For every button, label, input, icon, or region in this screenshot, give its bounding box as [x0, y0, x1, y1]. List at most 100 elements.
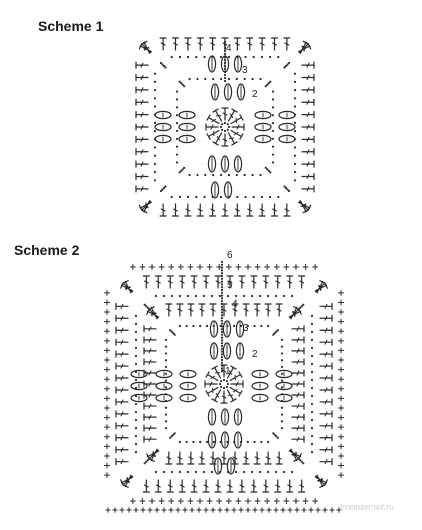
chain-stitch-symbol	[134, 370, 138, 374]
double-crochet-symbol	[211, 365, 222, 379]
single-crochet-symbol	[182, 507, 188, 513]
double-crochet-symbol	[143, 325, 157, 333]
chain-stitch-symbol	[175, 98, 179, 101]
chain-stitch-symbol	[143, 462, 146, 465]
double-crochet-symbol	[319, 398, 333, 406]
double-crochet-symbol	[115, 350, 129, 358]
chain-stitch-symbol	[293, 72, 297, 75]
chain-stitch-symbol	[218, 382, 222, 386]
chain-stitch-symbol	[220, 316, 224, 320]
single-crochet-symbol	[231, 507, 237, 513]
double-crochet-symbol	[165, 451, 173, 465]
chain-stitch-symbol	[235, 173, 238, 177]
puff-stitch-symbol	[154, 122, 172, 132]
chain-stitch-symbol	[260, 55, 263, 59]
puff-stitch-symbol	[236, 83, 246, 101]
chain-stitch-symbol	[284, 186, 288, 190]
chain-stitch-symbol	[153, 154, 157, 157]
puff-stitch-symbol	[155, 381, 173, 391]
chain-stitch-symbol	[134, 435, 138, 438]
single-crochet-symbol	[266, 507, 272, 513]
chain-stitch-symbol	[162, 64, 166, 68]
double-crochet-symbol	[291, 347, 305, 355]
chain-stitch-symbol	[280, 427, 284, 430]
double-crochet-symbol	[226, 479, 234, 493]
chain-stitch-symbol	[266, 83, 269, 86]
chain-stitch-symbol	[275, 330, 278, 333]
double-crochet-symbol	[221, 133, 229, 147]
chain-stitch-symbol	[293, 105, 297, 108]
chain-stitch-symbol	[205, 440, 209, 444]
puff-stitch-symbol	[278, 110, 296, 120]
double-crochet-symbol	[291, 424, 305, 432]
double-crochet-symbol	[115, 446, 129, 454]
single-crochet-symbol	[104, 289, 110, 296]
double-crochet-symbol	[202, 479, 210, 493]
chain-stitch-symbol	[181, 168, 184, 171]
double-crochet-symbol	[290, 448, 300, 462]
chain-stitch-symbol	[175, 121, 179, 125]
double-crochet-symbol	[214, 479, 222, 493]
chain-stitch-symbol	[164, 372, 168, 375]
double-crochet-symbol	[286, 479, 294, 493]
chain-stitch-symbol	[162, 294, 165, 298]
chain-stitch-symbol	[269, 171, 272, 174]
chain-stitch-symbol	[183, 166, 186, 169]
chain-stitch-symbol	[175, 106, 179, 109]
single-crochet-symbol	[203, 507, 209, 513]
double-crochet-symbol	[211, 389, 222, 403]
chain-stitch-symbol	[271, 145, 275, 148]
puff-stitch-symbol	[220, 431, 230, 449]
single-crochet-symbol	[133, 507, 139, 513]
chain-stitch-symbol	[212, 173, 215, 177]
chain-stitch-symbol	[273, 433, 276, 436]
chain-stitch-symbol	[220, 347, 224, 350]
chain-stitch-symbol	[220, 308, 224, 311]
double-crochet-symbol	[319, 422, 333, 430]
chain-stitch-symbol	[252, 55, 255, 59]
chain-stitch-symbol	[260, 195, 263, 199]
double-crochet-symbol	[291, 391, 305, 399]
single-crochet-symbol	[336, 507, 342, 513]
double-crochet-symbol	[187, 451, 195, 465]
single-crochet-symbol	[126, 507, 132, 513]
chain-stitch-symbol	[223, 52, 227, 56]
chain-stitch-symbol	[259, 173, 262, 177]
single-crochet-symbol	[149, 498, 156, 504]
chain-stitch-symbol	[196, 173, 199, 177]
chain-stitch-symbol	[310, 386, 314, 390]
double-crochet-symbol	[140, 40, 151, 54]
chain-stitch-symbol	[170, 55, 173, 59]
single-crochet-symbol	[119, 507, 125, 513]
chain-stitch-symbol	[286, 63, 289, 66]
chain-stitch-symbol	[164, 365, 168, 369]
double-crochet-symbol	[270, 203, 279, 217]
puff-stitch-symbol	[178, 110, 196, 120]
double-crochet-symbol	[301, 135, 315, 143]
chain-stitch-symbol	[175, 145, 179, 148]
single-crochet-symbol	[338, 289, 344, 296]
single-crochet-symbol	[189, 507, 195, 513]
single-crochet-symbol	[177, 264, 184, 270]
single-crochet-symbol	[129, 498, 136, 504]
single-crochet-symbol	[315, 507, 321, 513]
chain-stitch-symbol	[220, 291, 224, 294]
chain-stitch-symbol	[266, 470, 270, 474]
double-crochet-symbol	[146, 450, 160, 460]
chain-stitch-symbol	[219, 55, 222, 59]
double-crochet-symbol	[115, 398, 129, 406]
chain-stitch-symbol	[134, 386, 138, 390]
chain-stitch-symbol	[227, 125, 231, 129]
single-crochet-symbol	[187, 264, 194, 270]
chain-stitch-symbol	[280, 359, 284, 362]
single-crochet-symbol	[177, 498, 184, 504]
chain-stitch-symbol	[204, 77, 207, 81]
chain-stitch-symbol	[164, 352, 168, 355]
double-crochet-symbol	[122, 280, 132, 294]
double-crochet-symbol	[264, 303, 272, 317]
chain-stitch-symbol	[259, 77, 262, 81]
chain-stitch-symbol	[264, 85, 267, 88]
chain-stitch-symbol	[145, 460, 148, 463]
chain-stitch-symbol	[280, 365, 284, 369]
chain-stitch-symbol	[153, 130, 157, 133]
